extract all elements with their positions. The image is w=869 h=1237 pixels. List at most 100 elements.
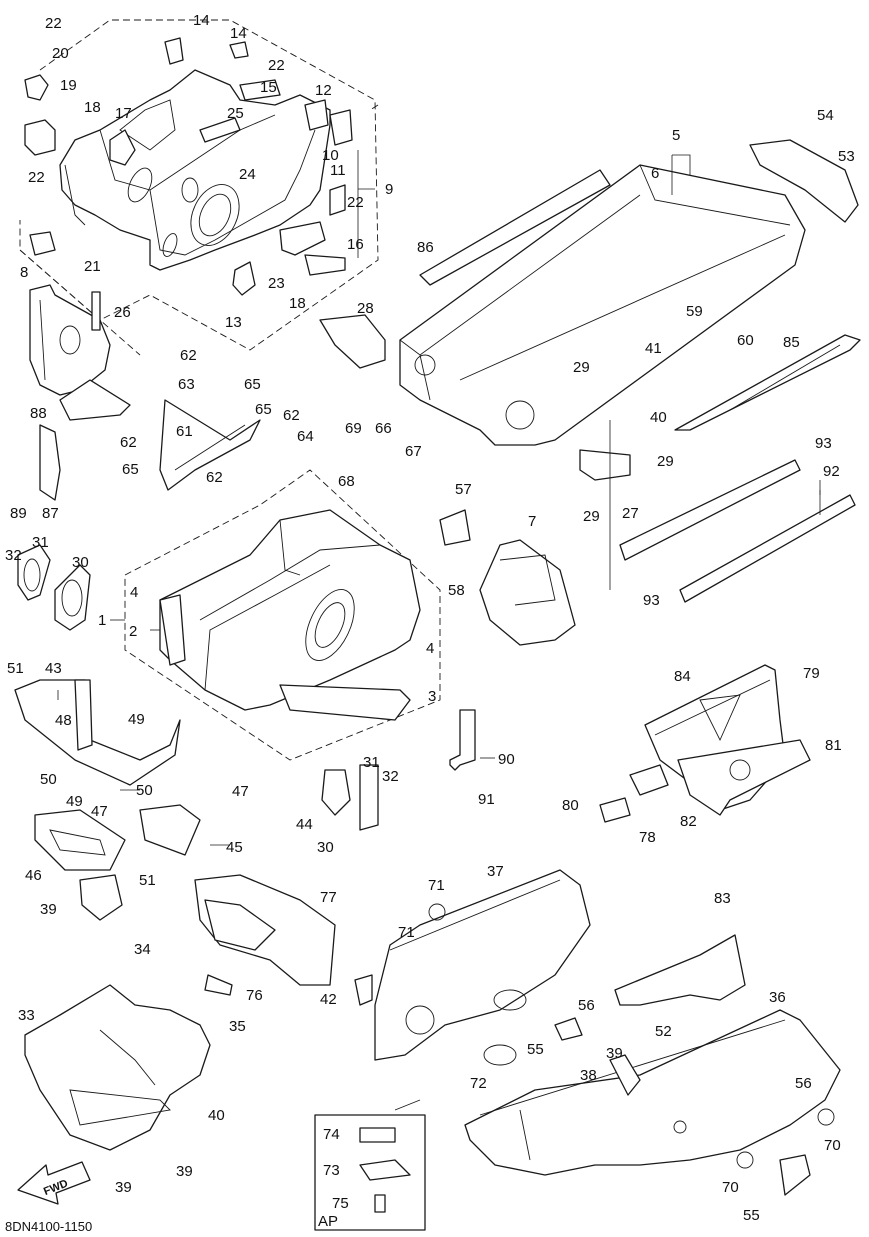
- callout-c54: 67: [405, 443, 422, 460]
- callout-c58: 89: [10, 505, 27, 522]
- callout-c37: 93: [815, 435, 832, 452]
- callout-c63: 31: [32, 534, 49, 551]
- callout-c101: 71: [398, 924, 415, 941]
- callout-c02: 20: [52, 45, 69, 62]
- callout-c20: 23: [268, 275, 285, 292]
- callout-c47: 62: [283, 407, 300, 424]
- callout-c31: 59: [686, 303, 703, 320]
- callout-c03: 19: [60, 77, 77, 94]
- callout-c45: 65: [244, 376, 261, 393]
- callout-c119: 70: [722, 1179, 739, 1196]
- callout-c85: 91: [478, 791, 495, 808]
- callout-c75: 84: [674, 668, 691, 685]
- callout-c51: 69: [345, 420, 362, 437]
- callout-c76: 79: [803, 665, 820, 682]
- figure-code: 8DN4100-1150: [5, 1219, 92, 1234]
- tunnel-assembly: [399, 139, 861, 603]
- callout-c103: 42: [320, 991, 337, 1008]
- callout-c67: 1: [98, 612, 106, 629]
- callout-c14: 9: [385, 181, 393, 198]
- callout-c68: 2: [129, 623, 137, 640]
- callout-c30: 86: [417, 239, 434, 256]
- callout-c106: 56: [578, 997, 595, 1014]
- callout-c48: 88: [30, 405, 47, 422]
- callout-c15: 22: [28, 169, 45, 186]
- callout-c46: 65: [255, 401, 272, 418]
- callout-c32: 41: [645, 340, 662, 357]
- callout-c107: 33: [18, 1007, 35, 1024]
- callout-c08: 22: [268, 57, 285, 74]
- callout-c74: 49: [128, 711, 145, 728]
- callout-c110: 39: [606, 1045, 623, 1062]
- callout-c82: 32: [382, 768, 399, 785]
- callout-c19: 16: [347, 236, 364, 253]
- callout-c116: 73: [323, 1162, 340, 1179]
- callout-c98: 83: [714, 890, 731, 907]
- callout-c102: 76: [246, 987, 263, 1004]
- callout-c64: 30: [72, 554, 89, 571]
- callout-c59: 87: [42, 505, 59, 522]
- callout-c66: 4: [130, 584, 138, 601]
- callout-c84: 49: [66, 793, 83, 810]
- callout-c22: 8: [20, 264, 28, 281]
- callout-c01: 22: [45, 15, 62, 32]
- callout-c88: 44: [296, 816, 313, 833]
- callout-c87: 80: [562, 797, 579, 814]
- callout-c121: 75: [332, 1195, 349, 1212]
- callout-c81: 31: [363, 754, 380, 771]
- ap-label: AP: [318, 1213, 338, 1230]
- lower-body-assembly: [24, 869, 841, 1231]
- callout-c71: 43: [45, 660, 62, 677]
- callout-c35: 29: [573, 359, 590, 376]
- callout-c78: 81: [825, 737, 842, 754]
- callout-c86: 47: [91, 803, 108, 820]
- callout-c57: 68: [338, 473, 355, 490]
- callout-c49: 62: [120, 434, 137, 451]
- callout-c61: 7: [528, 513, 536, 530]
- callout-c91: 45: [226, 839, 243, 856]
- callout-c52: 66: [375, 420, 392, 437]
- front-frame-assembly: [19, 19, 386, 421]
- callout-c11: 12: [315, 82, 332, 99]
- callout-c56: 62: [206, 469, 223, 486]
- callout-labels: 22 20 19 18 17 14 14 22 25 15 12 10 11 9…: [5, 12, 855, 1224]
- callout-c89: 82: [680, 813, 697, 830]
- callout-c42: 93: [643, 592, 660, 609]
- callout-c21: 18: [289, 295, 306, 312]
- callout-c77: 90: [498, 751, 515, 768]
- floor-panel-assembly: [599, 664, 811, 823]
- callout-c34: 85: [783, 334, 800, 351]
- callout-c79: 50: [40, 771, 57, 788]
- callout-c105: 35: [229, 1018, 246, 1035]
- callout-c72: 3: [428, 688, 436, 705]
- callout-c36: 40: [650, 409, 667, 426]
- callout-c55: 65: [122, 461, 139, 478]
- callout-c18: 21: [84, 258, 101, 275]
- callout-c27: 6: [651, 165, 659, 182]
- callout-c13: 11: [330, 162, 346, 179]
- callout-c83: 47: [232, 783, 249, 800]
- callout-c60: 57: [455, 481, 472, 498]
- callout-c65: 58: [448, 582, 465, 599]
- callout-c120: 56: [795, 1075, 812, 1092]
- callout-c100: 34: [134, 941, 151, 958]
- callout-c113: 40: [208, 1107, 225, 1124]
- callout-c07: 14: [230, 25, 247, 42]
- callout-c05: 17: [115, 105, 132, 122]
- callout-c10: 15: [260, 79, 277, 96]
- callout-c93: 46: [25, 867, 42, 884]
- callout-c33: 60: [737, 332, 754, 349]
- callout-c41: 27: [622, 505, 639, 522]
- callout-c109: 55: [527, 1041, 544, 1058]
- callout-c43: 62: [180, 347, 197, 364]
- callout-c50: 61: [176, 423, 193, 440]
- callout-c99: 39: [40, 901, 57, 918]
- callout-c53: 64: [297, 428, 314, 445]
- callout-c111: 38: [580, 1067, 597, 1084]
- callout-c73: 48: [55, 712, 72, 729]
- callout-c114: 74: [323, 1126, 340, 1143]
- forward-arrow-icon: FWD: [17, 1161, 91, 1205]
- callout-c23: 26: [114, 304, 131, 321]
- callout-c97: 77: [320, 889, 337, 906]
